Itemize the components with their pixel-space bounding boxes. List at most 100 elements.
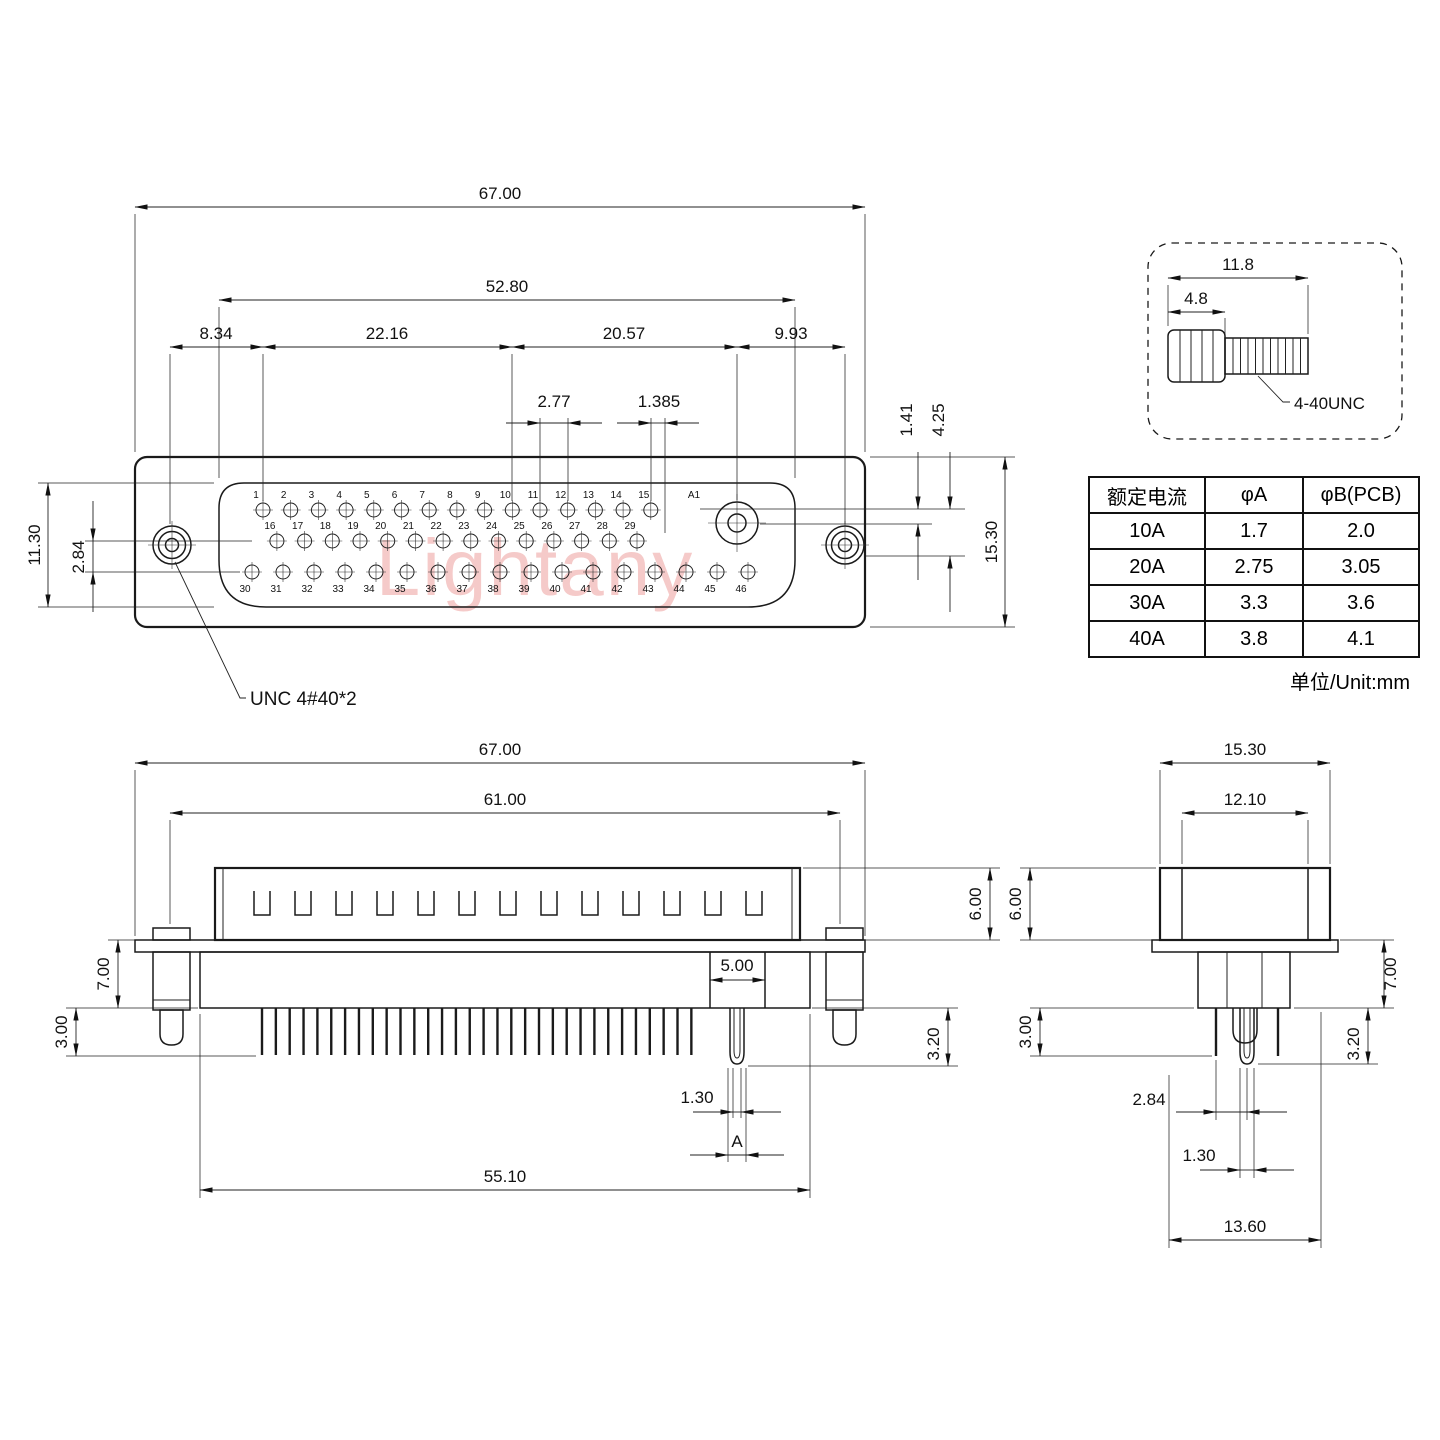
square-contact (540, 891, 558, 916)
pin-number: 38 (487, 584, 499, 595)
spec-cell: 3.8 (1204, 620, 1304, 658)
unit-note: 单位/Unit:mm (1290, 672, 1410, 694)
pin-number: 34 (363, 584, 375, 595)
pin-number: 12 (555, 490, 567, 501)
dim-label: 67.00 (479, 184, 522, 203)
mounting-hole-right (821, 521, 869, 569)
dim-label: 15.30 (1224, 740, 1267, 759)
big-contact-a1 (708, 494, 766, 552)
dim-label: 2.84 (69, 540, 88, 573)
flange-profile (1151, 939, 1339, 953)
dim-label: 3.00 (1016, 1015, 1035, 1048)
screw-thread-label: 4-40UNC (1294, 394, 1365, 413)
square-contact (499, 891, 517, 916)
spec-cell: 3.3 (1204, 584, 1304, 622)
pin-number: 29 (624, 521, 636, 532)
pin-number: 22 (431, 521, 443, 532)
spec-col-phi-a: φA (1204, 476, 1304, 514)
spec-cell: 10A (1088, 512, 1206, 550)
pin-number: 25 (514, 521, 526, 532)
dim-label: 22.16 (366, 324, 409, 343)
square-contact (622, 891, 640, 916)
pin-number: 20 (375, 521, 387, 532)
dim-label: 61.00 (484, 790, 527, 809)
dim-label: 4.25 (929, 403, 948, 436)
dim-label: 67.00 (479, 740, 522, 759)
dim-label: 55.10 (484, 1167, 527, 1186)
unc-leader-line (174, 561, 246, 699)
spec-header-row: 额定电流 φA φB(PCB) (1088, 476, 1420, 514)
pin-label-a1: A1 (688, 490, 701, 501)
pin-number: 45 (704, 584, 716, 595)
dim-label: 7.00 (94, 957, 113, 990)
square-contact (376, 891, 394, 916)
spec-cell: 20A (1088, 548, 1206, 586)
pin-number: 21 (403, 521, 415, 532)
dim-label: 15.30 (982, 521, 1001, 564)
screw-boss-right (825, 927, 864, 941)
square-contact (745, 891, 763, 916)
pin-number: 5 (364, 490, 370, 501)
square-contact (581, 891, 599, 916)
dim-label: 13.60 (1224, 1217, 1267, 1236)
pin-number: 42 (611, 584, 623, 595)
pin-number: 27 (569, 521, 581, 532)
square-contact (458, 891, 476, 916)
pin-number: 11 (528, 490, 539, 501)
dim-label: 3.20 (1344, 1027, 1363, 1060)
dim-label: 6.00 (1006, 887, 1025, 920)
pin-number: 35 (394, 584, 406, 595)
flange-plate (134, 939, 866, 953)
dim-label: 2.77 (537, 392, 570, 411)
screw-standoff-right (825, 951, 864, 1011)
pin-number: 14 (611, 490, 623, 501)
spec-cell: 40A (1088, 620, 1206, 658)
detail-boundary (1147, 242, 1403, 440)
dim-label: 3.00 (52, 1015, 71, 1048)
profile-view (1151, 866, 1339, 1065)
pin-number: 10 (500, 490, 512, 501)
d-shell-outline (218, 482, 796, 608)
dim-label: 9.93 (774, 324, 807, 343)
pin-number: 30 (239, 584, 251, 595)
side-view (134, 866, 866, 1065)
screw-tip-profile (1232, 1008, 1258, 1044)
dim-label: 6.00 (966, 887, 985, 920)
pin-number: 44 (673, 584, 685, 595)
pin-number: 9 (475, 490, 481, 501)
pin-number: 33 (332, 584, 344, 595)
pin-number: 28 (597, 521, 609, 532)
screw-boss-left (152, 927, 191, 941)
pin-number: 40 (549, 584, 561, 595)
screw-leader-line (1257, 375, 1290, 403)
pin-number: 1 (253, 490, 259, 501)
screw-head (1167, 329, 1226, 383)
big-pin-profile (1239, 1008, 1255, 1065)
watermark-text: Lightany (376, 523, 694, 612)
insulator-profile (1197, 951, 1291, 1009)
dim-label: 11.8 (1222, 255, 1254, 274)
square-contacts (253, 891, 763, 916)
pin-number: 39 (518, 584, 530, 595)
square-contact (253, 891, 271, 916)
pin-number: 3 (309, 490, 315, 501)
mounting-hole-left (148, 521, 196, 569)
pin-number: 24 (486, 521, 498, 532)
screw-standoff-left (152, 951, 191, 1011)
spec-cell: 4.1 (1302, 620, 1420, 658)
big-pin-side (729, 1008, 745, 1065)
dim-label: 1.385 (638, 392, 681, 411)
dim-label: 20.57 (603, 324, 646, 343)
square-contact (335, 891, 353, 916)
pin-number: 18 (320, 521, 332, 532)
pin-number: 26 (541, 521, 553, 532)
dim-label: 1.30 (680, 1088, 713, 1107)
